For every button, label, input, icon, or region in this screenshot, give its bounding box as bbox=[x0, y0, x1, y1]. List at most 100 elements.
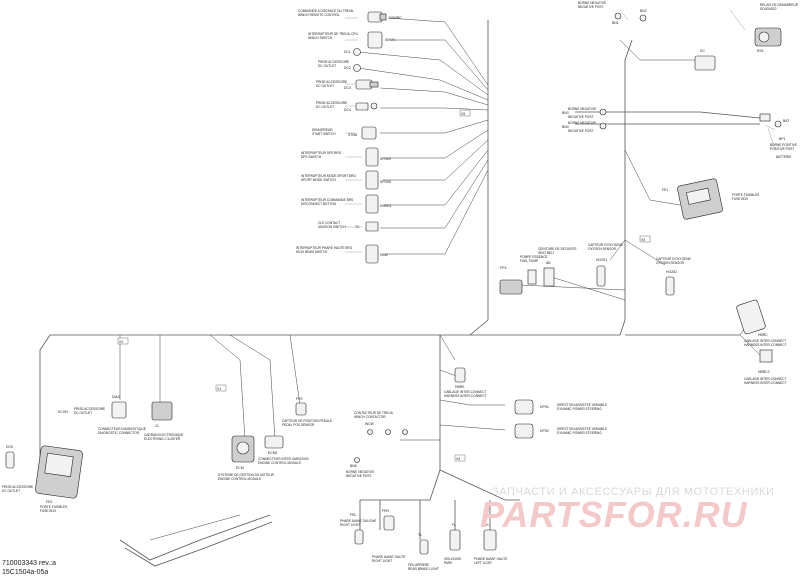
code-kcon: KCON bbox=[58, 410, 68, 414]
code-fe2: FE2 bbox=[46, 500, 52, 504]
fr-diag: CONNECTEUR DIAGNOSTIQUE bbox=[98, 427, 146, 431]
negative-post-3 bbox=[599, 108, 607, 116]
winch-remote-control bbox=[367, 11, 387, 23]
en-ecm: ENGINE CONTROL MODULE bbox=[218, 477, 261, 481]
en-dgr01: DISCONNECT BUTTON bbox=[301, 202, 337, 206]
watermark-logo: PARTSFOR.RU bbox=[480, 494, 748, 535]
negative-post-4 bbox=[599, 122, 607, 130]
en-hbrc2: HARNESS INTER-CONNECT bbox=[744, 381, 787, 385]
code-bp1: BP1 bbox=[779, 137, 786, 141]
en-ab: SEAT BELT bbox=[538, 251, 555, 255]
code-dc3: DC3 bbox=[344, 86, 351, 90]
code-fe1: FE1 bbox=[662, 188, 668, 192]
en-diag: DIAGNOSTIC CONNECTOR bbox=[98, 431, 140, 435]
dc-outlet-2 bbox=[353, 64, 361, 72]
code-bn2: BN2 bbox=[640, 9, 647, 13]
en-bn4: NEGATIVE POST bbox=[568, 129, 593, 133]
en-g0wrc: WINCH REMOTE CONTROL bbox=[298, 13, 340, 17]
code-fl: FL bbox=[452, 523, 456, 527]
fr-dc3: PRISE ACCESSOIRE bbox=[316, 80, 347, 84]
fr-bn5: BORNE NEGATIVE bbox=[346, 470, 374, 474]
fuse-box-bottom bbox=[35, 445, 83, 499]
fr-dc2: PRISE ACCESSOIRE bbox=[318, 60, 349, 64]
dps-switch bbox=[365, 147, 379, 167]
fuse-box-top bbox=[677, 178, 723, 220]
fr-bn3: BORNE NEGATIVE bbox=[568, 107, 596, 111]
en-hbrs: HARNESS INTER-CONNECT bbox=[444, 394, 487, 398]
code-spo04: SPO04 bbox=[380, 157, 391, 161]
fr-dc4: PRISE ACCESSOIRE bbox=[316, 101, 347, 105]
fr-ab: CEINTURE DE SECURITE bbox=[538, 247, 577, 251]
fuel-pump-connector bbox=[527, 269, 537, 285]
code-hbrc: HBRC bbox=[758, 333, 768, 337]
code-dgr01: DGR01 bbox=[380, 204, 391, 208]
fr-ho2s2: CAPTEUR D'OXYGENE bbox=[656, 257, 691, 261]
winch-contactor-c bbox=[402, 429, 408, 435]
fr-ecm: SYSTEME DE GESTION DU MOTEUR bbox=[218, 473, 275, 477]
fr-hbrc: CABLAGE INTER-CONNECT bbox=[744, 339, 786, 343]
fr-dps2: DIRECTION ASSISTEE VARIABLE bbox=[557, 427, 607, 431]
fr-s0wn: INTERRUPTEUR DE TREUIL CPU bbox=[308, 32, 359, 36]
en-hbrc: HARNESS INTER-CONNECT bbox=[744, 343, 787, 347]
en-ecm2: ENGINE CONTROL MODULE bbox=[258, 461, 301, 465]
dc-outlet-5 bbox=[5, 451, 15, 469]
code-frl: FRL bbox=[350, 513, 357, 517]
en-dc3: DC OUTLET bbox=[316, 84, 334, 88]
en-bn1: NEGATIVE POST bbox=[578, 5, 603, 9]
code-hbrc2: HBRC2 bbox=[758, 370, 770, 374]
code-ho2s1: HO2S1 bbox=[596, 258, 607, 262]
en-hbm: HIGH BEAM SWITCH bbox=[296, 250, 328, 254]
fr-ecm2: CONNECTEUR INTER-VARIATION bbox=[258, 457, 309, 461]
fr-g0wrc: COMMANDE A DISTANCE DU TREUIL bbox=[298, 9, 354, 13]
fr-spo06: INTERRUPTEUR MODE SPORT BRG bbox=[301, 174, 356, 178]
code-dc5: DC5 bbox=[6, 445, 13, 449]
headlight-1 bbox=[383, 515, 395, 531]
harness-trunks bbox=[39, 17, 761, 540]
fr-ho2s1: CAPTEUR D'OXYGENE bbox=[588, 243, 623, 247]
fr-wcm: CONTACTEUR DE TREUIL bbox=[354, 411, 394, 415]
code-s0wn: S0WN bbox=[385, 38, 395, 42]
harness-x1: X1 bbox=[217, 387, 221, 391]
headlight-2 bbox=[419, 539, 429, 555]
sensor-area bbox=[499, 265, 773, 363]
leader-lines bbox=[345, 9, 776, 253]
en-dc5: DC OUTLET bbox=[2, 489, 20, 493]
dc-outlet-3 bbox=[355, 79, 379, 90]
fr-flh: PHARE AVANT HAUTE bbox=[474, 557, 507, 561]
engine-control-module bbox=[231, 435, 255, 463]
code-dps2: DPS2 bbox=[540, 429, 549, 433]
en-ho2s1: OXYGEN SENSOR bbox=[588, 247, 617, 251]
diagnostic-connector bbox=[111, 401, 127, 419]
pedal-position-sensor bbox=[295, 402, 307, 416]
fr-dps1: DIRECTION ASSISTEE VARIABLE bbox=[557, 403, 607, 407]
en-fl: PARK bbox=[444, 561, 453, 565]
en-bp1: POSITIVE POST bbox=[770, 147, 794, 151]
negative-post-1 bbox=[614, 12, 622, 20]
code-hbm: HBM bbox=[380, 253, 388, 257]
code-fpx: FPX bbox=[500, 266, 507, 270]
dc-outlet-1 bbox=[353, 48, 361, 56]
headlight-3 bbox=[483, 529, 497, 551]
fr-cl: CADRAN ELECTRONIQUE bbox=[144, 433, 184, 437]
en-spo04: DPS SWITCH bbox=[301, 155, 322, 159]
en-frh: RIGHT LIGHT bbox=[372, 559, 392, 563]
en-tl: REAR BRAKE LIGHT bbox=[408, 567, 439, 571]
sport-mode-switch bbox=[365, 170, 379, 190]
code-dps1: DPS1 bbox=[540, 405, 549, 409]
en-rs1: SOLENOID bbox=[760, 7, 777, 11]
oxygen-sensor-2 bbox=[665, 276, 675, 296]
code-st0m: ST0M bbox=[348, 133, 357, 137]
relay-connector bbox=[694, 55, 716, 71]
en-fps: PEDAL POS SENSOR bbox=[282, 423, 315, 427]
seat-belt-connector bbox=[543, 267, 555, 287]
en-s0wn: WINCH SWITCH bbox=[308, 36, 333, 40]
en-dc2: DC OUTLET bbox=[318, 64, 336, 68]
code-hbrs: HBRS bbox=[455, 385, 465, 389]
fr-bat: BATTERIE bbox=[776, 155, 791, 159]
en-fpx: FUEL PUMP bbox=[520, 259, 538, 263]
fr-bp1: BORNE POSITIVE bbox=[770, 143, 797, 147]
en-st0m: START SWITCH bbox=[312, 132, 336, 136]
fr-hbrc2: CABLAGE INTER-CONNECT bbox=[744, 377, 786, 381]
code-ho2s2: HO2S2 bbox=[666, 270, 677, 274]
